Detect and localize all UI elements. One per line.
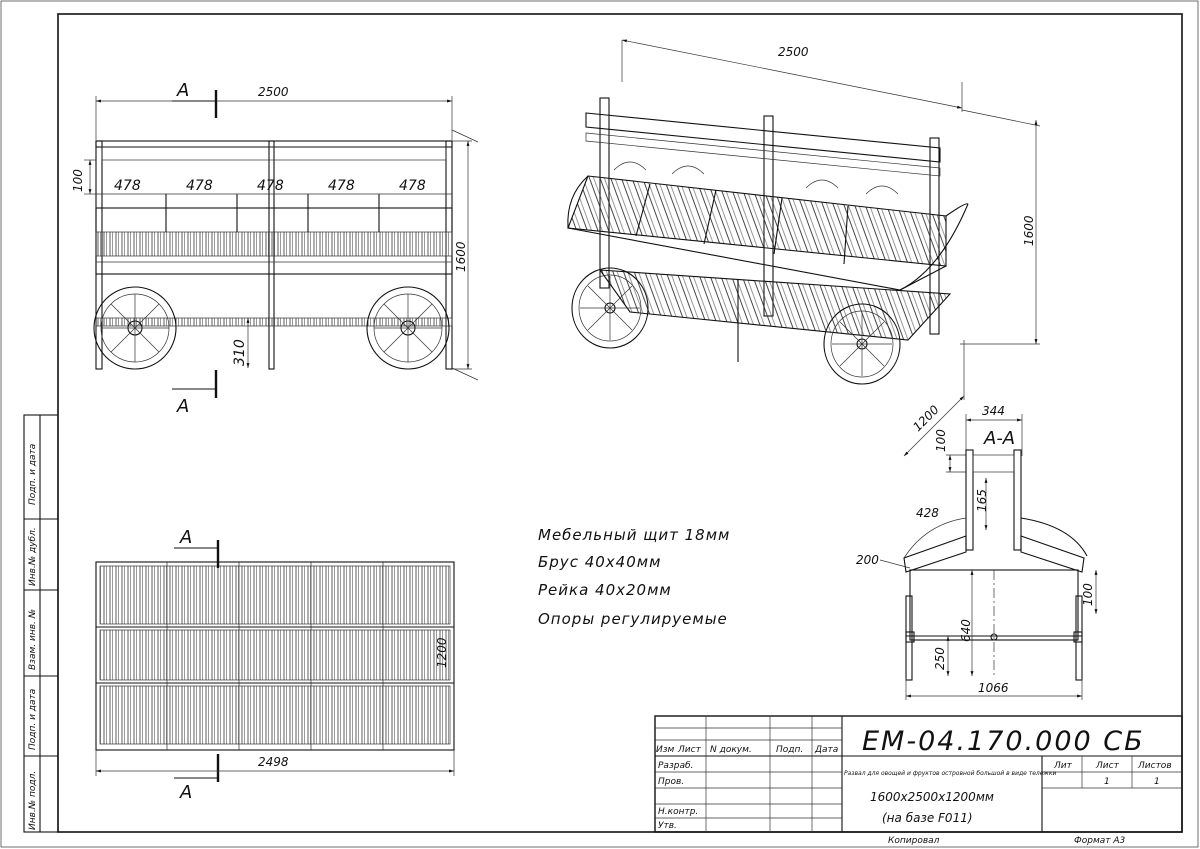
- tb-designation: ЕМ-04.170.000 СБ: [862, 726, 1145, 757]
- tb-col-date: Дата: [814, 745, 838, 755]
- iso-view: 2500 1600 1200: [567, 39, 1041, 457]
- compartment-dim-1: 478: [114, 178, 141, 194]
- section-base-dim: 1066: [978, 681, 1009, 695]
- front-top-dim: 100: [71, 169, 85, 192]
- tb-sheets-value: 1: [1154, 777, 1160, 787]
- compartment-dim-2: 478: [186, 178, 213, 194]
- section-edge-dim: 200: [856, 553, 879, 567]
- compartment-dim-3: 478: [257, 178, 284, 194]
- front-wheel-right: [366, 286, 450, 370]
- title-block: Изм Лист N докум. Подп. Дата Разраб. Про…: [654, 715, 1183, 846]
- tb-sheet-value: 1: [1104, 777, 1110, 787]
- tb-role-developer: Разраб.: [658, 761, 693, 771]
- section-top-width-dim: 344: [982, 404, 1005, 418]
- section-shelf-dim: 428: [916, 506, 939, 520]
- note-4: Опоры регулируемые: [538, 610, 728, 628]
- tb-sheet-label: Лист: [1095, 761, 1120, 771]
- tb-sheets-label: Листов: [1137, 761, 1172, 771]
- tb-col-doc: N докум.: [710, 745, 752, 755]
- stamp-label-1: Подп. и дата: [28, 444, 38, 505]
- front-bottom-dim: 310: [232, 339, 248, 366]
- tb-copied: Копировал: [888, 836, 940, 846]
- section-250-dim: 250: [933, 647, 947, 670]
- compartment-dim-4: 478: [328, 178, 355, 194]
- stamp-label-4: Подп. и дата: [28, 689, 38, 750]
- technical-notes: Мебельный щит 18мм Брус 40х40мм Рейка 40…: [538, 526, 730, 628]
- plan-depth-dim: 1200: [435, 637, 449, 668]
- front-width-dim: 2500: [258, 85, 289, 99]
- tb-lit-label: Лит: [1053, 761, 1073, 771]
- tb-description: Развал для овощей и фруктов островной бо…: [844, 770, 1056, 777]
- front-section-mark-top: A: [176, 80, 189, 101]
- front-wheel-left: [93, 286, 177, 370]
- note-1: Мебельный щит 18мм: [538, 526, 730, 544]
- section-side-dim: 100: [1081, 583, 1095, 606]
- front-view: 2500 A A 100 478 478 478 478 478: [71, 80, 479, 417]
- tb-col-list: Лист: [677, 745, 702, 755]
- iso-height-dim: 1600: [1022, 215, 1036, 246]
- tb-role-checker: Пров.: [658, 777, 684, 787]
- stamp-label-3: Взам. инв. №: [28, 609, 38, 670]
- section-title: А-А: [983, 428, 1015, 449]
- iso-length-dim: 2500: [778, 45, 809, 59]
- section-640-dim: 640: [959, 619, 973, 642]
- iso-wheel-front: [823, 303, 901, 385]
- compartment-dim-5: 478: [399, 178, 426, 194]
- section-view: А-А 344 100 165 428 200 100: [856, 404, 1098, 700]
- front-height-dim: 1600: [454, 241, 468, 272]
- tb-base: (на базе F011): [882, 811, 973, 825]
- tb-format: Формат А3: [1074, 836, 1126, 846]
- section-post-dim: 165: [975, 489, 989, 512]
- section-top-height-dim: 100: [934, 429, 948, 452]
- tb-col-izm: Изм: [656, 745, 675, 755]
- note-3: Рейка 40х20мм: [538, 581, 672, 599]
- front-section-mark-bottom: A: [176, 396, 189, 417]
- tb-role-normcontrol: Н.контр.: [658, 807, 698, 817]
- tb-size: 1600х2500х1200мм: [870, 790, 994, 804]
- stamp-label-5: Инв.№ подл.: [28, 771, 38, 830]
- tb-role-approver: Утв.: [658, 821, 677, 831]
- plan-section-mark-top: A: [179, 527, 192, 548]
- stamp-label-2: Инв.№ дубл.: [28, 527, 38, 586]
- tb-col-sign: Подп.: [776, 745, 803, 755]
- note-2: Брус 40х40мм: [538, 553, 661, 571]
- iso-wheel-back: [571, 267, 649, 349]
- plan-width-dim: 2498: [258, 755, 289, 769]
- side-stamp: Подп. и дата Инв.№ дубл. Взам. инв. № По…: [23, 414, 59, 833]
- plan-view: A A 2498 1200: [95, 527, 455, 803]
- plan-section-mark-bottom: A: [179, 782, 192, 803]
